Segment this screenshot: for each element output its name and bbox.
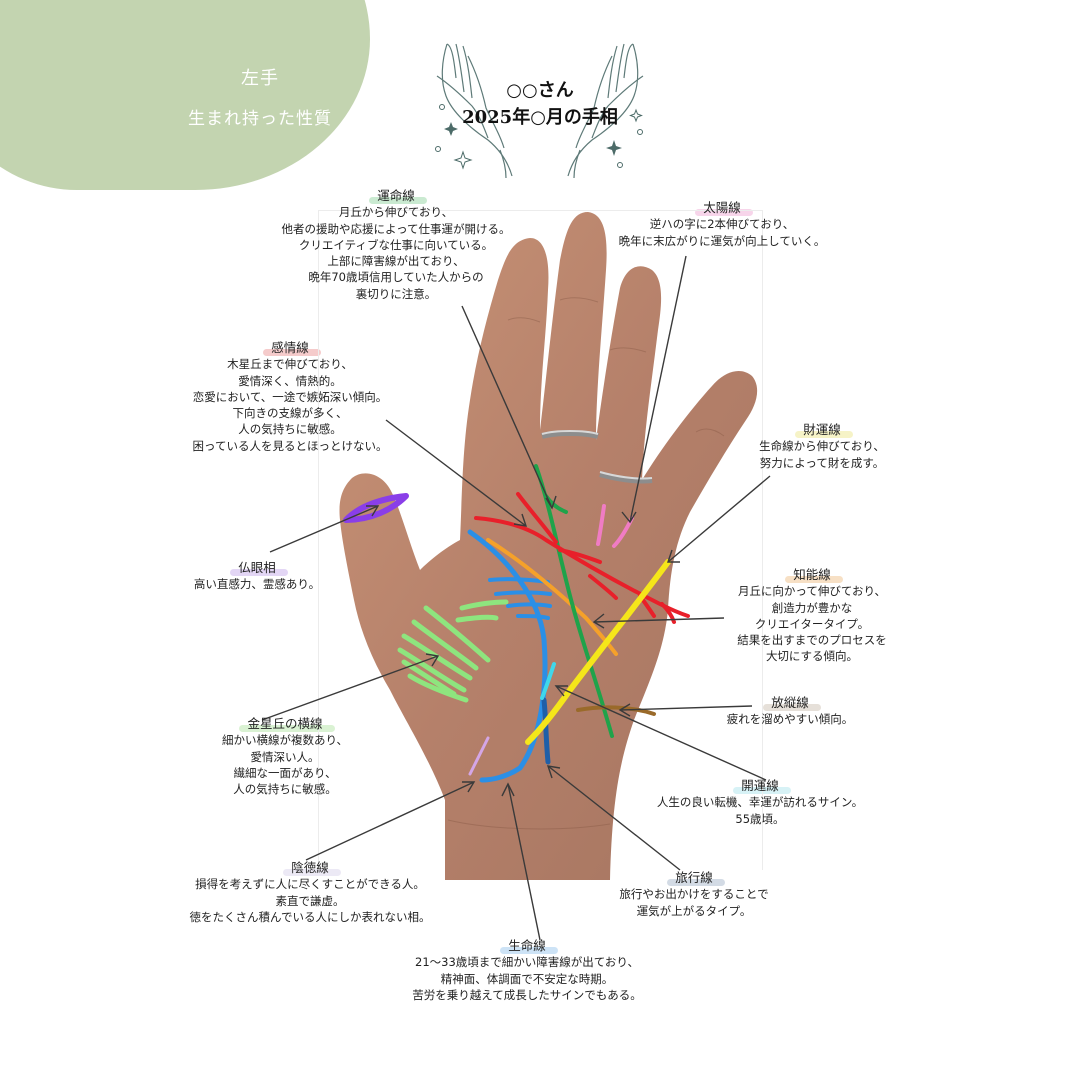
note-text: 苦労を乗り越えて成長したサインでもある。 [412,987,642,1002]
note-text: クリエイティブな仕事に向いている。 [298,237,494,252]
ring-middle [541,430,599,439]
ring-ring [599,471,653,484]
note-text: 他者の援助や応援によって仕事運が開ける。 [281,221,511,236]
note-label: 感情線 [259,340,321,357]
note-text: 徳をたくさん積んでいる人にしか表れない相。 [189,909,431,924]
note-label: 旅行線 [663,870,725,887]
note-text: 逆ハの字に2本伸びており、 [649,217,795,232]
note-label: 放縦線 [759,695,821,712]
note-text: 創造力が豊かな [771,600,853,615]
life-line [467,529,548,783]
note-text: 細かい横線が複数あり、 [221,733,349,748]
note-label: 生命線 [496,938,558,955]
note-text: 繊細な一面があり、 [233,765,337,780]
note-text: 人の気持ちに敏感。 [233,782,337,797]
note-travel: 旅行線 旅行やお出かけをすることで 運気が上がるタイプ。 [604,870,784,919]
note-text: 旅行やお出かけをすることで [619,887,769,902]
note-buddha-eye: 仏眼相 高い直感力、霊感あり。 [184,560,330,593]
note-label: 陰徳線 [279,860,341,877]
head-line [486,538,618,656]
travel-line [541,697,551,765]
note-text: 人生の良い転機、幸運が訪れるサイン。 [656,795,864,810]
note-life: 生命線 21〜33歳頃まで細かい障害線が出ており、 精神面、体調面で不安定な時期… [396,938,658,1003]
note-head: 知能線 月丘に向かって伸びており、 創造力が豊かな クリエイタータイプ。 結果を… [722,567,902,665]
note-text: 人の気持ちに敏感。 [238,422,342,437]
leader-sun [629,255,687,523]
note-label: 知能線 [781,567,843,584]
note-text: 上部に障害線が出ており、 [327,254,465,269]
fate-line [534,464,614,738]
leader-heart [385,419,527,527]
leader-life [507,783,541,941]
note-text: 愛情深い人。 [250,749,320,764]
note-text: 下向きの支線が多く、 [232,406,348,421]
frame-line-right [762,210,763,870]
note-text: 疲れを溜めやすい傾向。 [726,712,854,727]
note-via-lasciva: 放縦線 疲れを溜めやすい傾向。 [720,695,860,728]
heart-line [474,516,690,618]
hidden-virtue-line [468,736,490,776]
note-hidden-virtue: 陰徳線 損得を考えずに人に尽くすことができる人。 素直で謙虚。 徳をたくさん積ん… [170,860,450,925]
buddha-eye-line [343,493,409,523]
note-text: 晩年に末広がりに運気が向上していく。 [618,233,826,248]
badge-title: 左手 [241,68,279,89]
note-text: 努力によって財を成す。 [759,455,885,470]
hand-side-badge [0,0,370,190]
note-sun: 太陽線 逆ハの字に2本伸びており、 晩年に末広がりに運気が向上していく。 [606,200,838,249]
note-label: 太陽線 [691,200,753,217]
note-label: 運命線 [365,188,427,205]
note-text: 晩年70歳頃信用していた人からの [308,270,484,285]
note-text: 運気が上がるタイプ。 [636,903,752,918]
frame-line-top [318,210,762,211]
note-text: 愛情深く、情熱的。 [238,373,342,388]
note-text: 生命線から伸びており、 [759,439,885,454]
via-lasciva-line [576,705,656,716]
note-fate: 運命線 月丘から伸びており、 他者の援助や応援によって仕事運が開ける。 クリエイ… [268,188,524,302]
leader-fate [461,305,553,509]
note-text: 月丘に向かって伸びており、 [737,584,887,599]
note-text: 月丘から伸びており、 [338,205,454,220]
sun-line [596,504,606,546]
note-label: 仏眼相 [226,560,288,577]
note-text: 恋愛において、一途で嫉妬深い傾向。 [192,389,388,404]
note-text: 55歳頃。 [735,811,785,826]
note-text: 21〜33歳頃まで細かい障害線が出ており、 [415,955,639,970]
leader-wealth [667,475,771,563]
note-text: 木星丘まで伸びており、 [227,357,353,372]
note-text: 損得を考えずに人に尽くすことができる人。 [195,877,425,892]
note-text: 困っている人を見るとほっとけない。 [192,438,388,453]
fortune-line [540,662,556,700]
badge-subtitle: 生まれ持った性質 [188,109,332,129]
note-text: 素直で謙虚。 [275,893,345,908]
note-label: 財運線 [791,422,853,439]
note-text: 精神面、体調面で不安定な時期。 [440,971,614,986]
note-text: クリエイタータイプ。 [754,616,870,631]
leader-head [593,617,725,623]
client-name: ○○さん [506,80,574,101]
note-venus-bars: 金星丘の横線 細かい横線が複数あり、 愛情深い人。 繊細な一面があり、 人の気持… [212,716,358,797]
note-label: 開運線 [729,778,791,795]
page-title: 2025年○月の手相 [462,107,618,128]
leader-buddha [269,505,379,553]
note-wealth: 財運線 生命線から伸びており、 努力によって財を成す。 [748,422,896,471]
note-text: 結果を出すまでのプロセスを [737,633,887,648]
note-text: 裏切りに注意。 [355,286,437,301]
note-fortune: 開運線 人生の良い転機、幸運が訪れるサイン。 55歳頃。 [644,778,876,827]
note-label: 金星丘の横線 [235,716,335,733]
note-heart: 感情線 木星丘まで伸びており、 愛情深く、情熱的。 恋愛において、一途で嫉妬深い… [180,340,400,454]
leader-venus [261,655,439,721]
note-text: 大切にする傾向。 [765,649,859,664]
note-text: 高い直感力、霊感あり。 [193,577,321,592]
wealth-line [525,559,671,745]
